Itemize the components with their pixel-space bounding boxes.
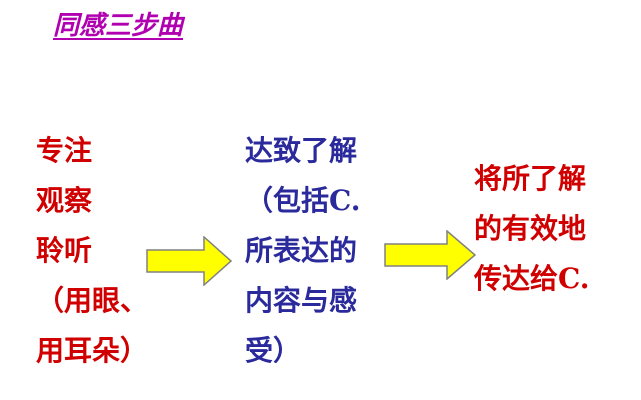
step-3-line: 的有效地 xyxy=(474,212,587,245)
page-title: 同感三步曲 xyxy=(53,11,184,41)
step-1-line: 观察 xyxy=(36,184,93,217)
step-3-line: 将所了解 xyxy=(474,162,587,195)
step-3-text: 将所了解 的有效地 传达给C. xyxy=(474,154,590,304)
step-1-line: 聆听 xyxy=(36,234,93,267)
step-2-line: 内容与感 xyxy=(245,284,358,317)
step-1-line: 用耳朵） xyxy=(36,334,149,367)
step-1-line: （用眼、 xyxy=(36,284,149,317)
step-2-line: （包括C. xyxy=(245,184,361,217)
right-arrow-icon xyxy=(384,230,476,280)
step-2-line: 所表达的 xyxy=(245,234,358,267)
right-arrow-icon xyxy=(146,236,232,286)
step-1-line: 专注 xyxy=(36,134,93,167)
step-3-line: 传达给C. xyxy=(474,262,590,295)
step-1-text: 专注 观察 聆听 （用眼、 用耳朵） xyxy=(36,126,148,376)
step-2-line: 受） xyxy=(245,334,302,367)
arrow-shape xyxy=(146,236,232,286)
arrow-shape xyxy=(384,230,476,280)
step-2-text: 达致了解 （包括C. 所表达的 内容与感 受） xyxy=(245,126,361,376)
step-2-line: 达致了解 xyxy=(245,134,358,167)
